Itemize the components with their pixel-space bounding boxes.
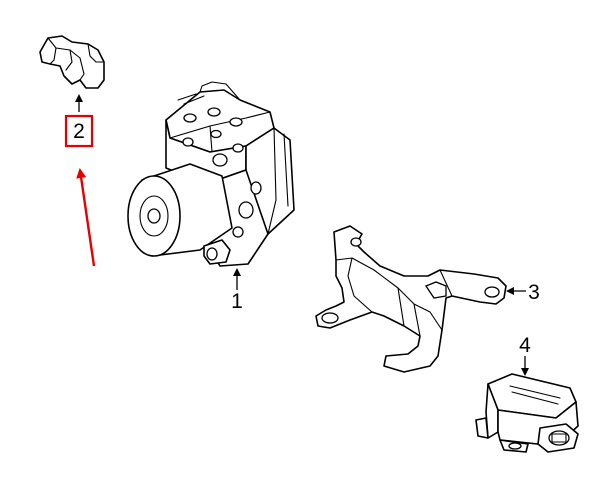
callout-3-label: 3	[528, 281, 540, 304]
callout-2-highlight-box	[64, 114, 94, 148]
callout-2-label: 2	[73, 120, 85, 143]
part-3-bracket	[315, 225, 507, 373]
callout-1-label: 1	[231, 290, 243, 313]
callout-4-label: 4	[519, 334, 531, 357]
part-1-abs-modulator	[127, 81, 295, 267]
part-2-clip	[39, 35, 105, 89]
part-4-sensor	[475, 373, 579, 453]
highlight-arrow	[76, 168, 96, 267]
